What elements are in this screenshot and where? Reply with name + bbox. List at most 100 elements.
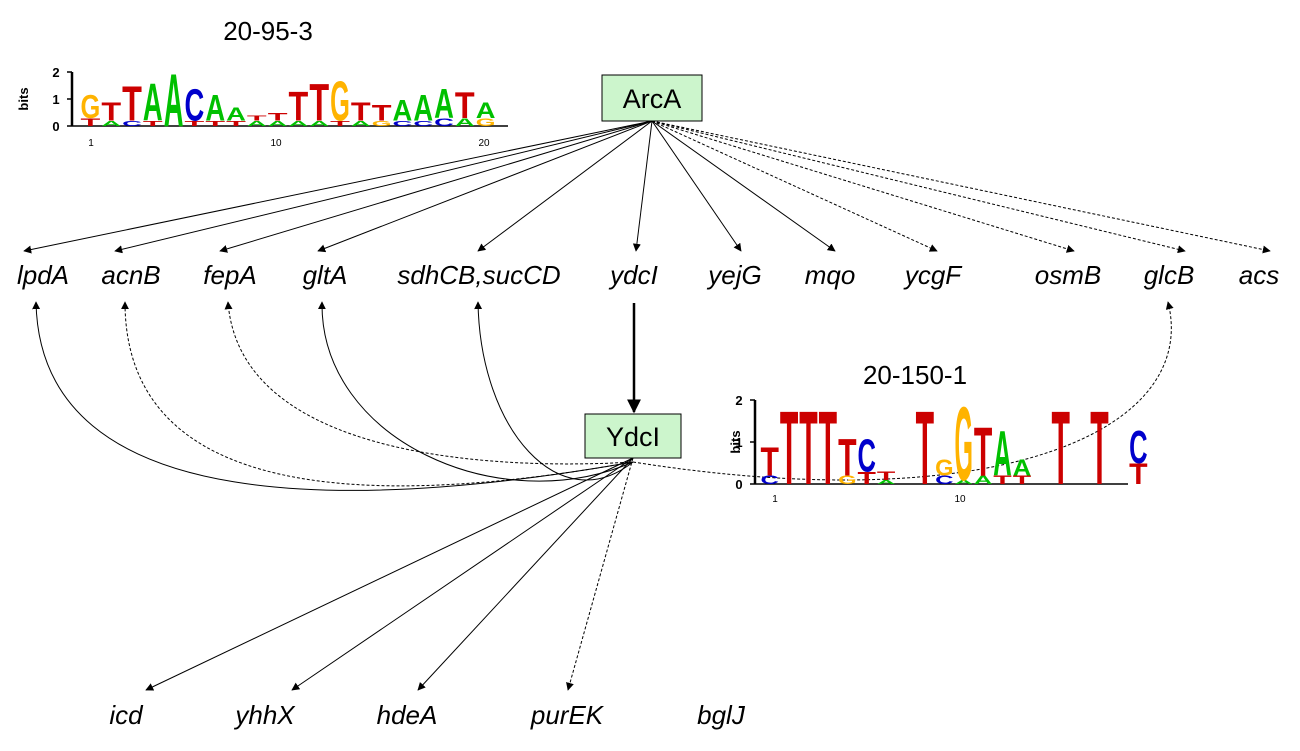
motif-title: 20-95-3 bbox=[223, 16, 313, 46]
svg-text:G: G bbox=[935, 455, 953, 481]
logo-letter-T: T bbox=[819, 390, 837, 507]
logo-letter-T: T bbox=[81, 116, 101, 128]
ydci-node-box bbox=[584, 413, 682, 459]
logo-letter-A: A bbox=[476, 97, 496, 122]
logo-letter-A: A bbox=[1013, 455, 1031, 481]
logo-letter-T: T bbox=[857, 468, 876, 488]
edge-arca-acs bbox=[651, 120, 1271, 254]
gene-label-purEK: purEK bbox=[530, 700, 605, 730]
logo-y-tick-label: 1 bbox=[52, 92, 59, 107]
svg-text:G: G bbox=[372, 119, 392, 127]
gene-label-glcB: glcB bbox=[1144, 260, 1195, 290]
logo-y-tick-label: 0 bbox=[52, 119, 59, 134]
svg-text:T: T bbox=[974, 413, 992, 491]
svg-text:A: A bbox=[351, 119, 371, 127]
svg-text:C: C bbox=[760, 474, 778, 487]
edge-arca-acnb bbox=[114, 120, 653, 254]
motif-title: 20-150-1 bbox=[863, 360, 967, 390]
logo-letter-T: T bbox=[1013, 474, 1031, 487]
svg-text:A: A bbox=[164, 60, 184, 143]
svg-text:T: T bbox=[877, 470, 895, 483]
arca-node[interactable]: ArcA bbox=[601, 74, 703, 122]
svg-text:T: T bbox=[780, 390, 798, 507]
svg-text:A: A bbox=[393, 94, 413, 127]
svg-text:T: T bbox=[819, 390, 837, 507]
logo-letter-C: C bbox=[857, 429, 875, 482]
svg-text:A: A bbox=[974, 474, 992, 487]
svg-text:T: T bbox=[1090, 390, 1108, 507]
svg-text:A: A bbox=[309, 119, 329, 127]
logo-letter-A: A bbox=[413, 87, 433, 129]
gene-label-icd: icd bbox=[109, 700, 144, 730]
svg-text:A: A bbox=[434, 81, 454, 127]
logo-letter-A: A bbox=[434, 81, 454, 127]
gene-row-1: lpdA acnB fepA gltA sdhCB,sucCD ydcI yej… bbox=[17, 260, 1279, 290]
edge-arca-glcb bbox=[651, 120, 1186, 254]
svg-text:G: G bbox=[838, 474, 856, 487]
logo-letter-T: T bbox=[780, 390, 798, 507]
ydci-node[interactable]: YdcI bbox=[584, 413, 682, 459]
svg-text:C: C bbox=[935, 474, 953, 487]
svg-text:A: A bbox=[101, 119, 121, 127]
svg-text:A: A bbox=[143, 74, 163, 133]
svg-text:T: T bbox=[247, 114, 267, 122]
gene-label-yejG: yejG bbox=[706, 260, 761, 290]
svg-text:A: A bbox=[205, 87, 225, 129]
svg-text:G: G bbox=[476, 116, 496, 128]
edge-ydci-hdea bbox=[417, 457, 634, 691]
svg-text:A: A bbox=[268, 119, 288, 127]
logo-letter-T: T bbox=[1051, 390, 1069, 507]
svg-text:A: A bbox=[877, 479, 895, 485]
logo-letter-T: T bbox=[122, 77, 142, 132]
svg-text:T: T bbox=[205, 119, 225, 127]
svg-text:A: A bbox=[247, 119, 267, 127]
svg-text:T: T bbox=[760, 439, 778, 485]
edge-ydci-purek bbox=[566, 457, 634, 691]
svg-text:C: C bbox=[393, 119, 413, 127]
logo-x-tick-label: 10 bbox=[954, 494, 966, 505]
logo-letter-G: G bbox=[476, 116, 496, 128]
svg-text:T: T bbox=[455, 84, 475, 126]
logo-y-tick-label: 2 bbox=[52, 65, 59, 80]
svg-text:T: T bbox=[351, 97, 371, 126]
gene-label-fepA: fepA bbox=[203, 260, 257, 290]
arca-node-label: ArcA bbox=[623, 84, 682, 114]
logo-letter-T: T bbox=[289, 84, 309, 130]
logo-letter-C: C bbox=[1129, 420, 1147, 473]
edge-arca-osmb bbox=[651, 120, 1075, 253]
logo-x-tick-label: 1 bbox=[88, 138, 94, 149]
logo-letter-A: A bbox=[164, 60, 184, 143]
logo-letter-G: G bbox=[372, 119, 392, 127]
gene-label-ycgF: ycgF bbox=[903, 260, 963, 290]
svg-text:T: T bbox=[268, 111, 288, 123]
svg-text:T: T bbox=[1051, 390, 1069, 507]
svg-text:C: C bbox=[1129, 420, 1147, 473]
edge-ydci-fepa bbox=[224, 301, 634, 465]
logo-letter-G: G bbox=[838, 474, 856, 487]
logo-y-tick-label: 0 bbox=[735, 477, 742, 492]
edge-arca-ycgf bbox=[651, 120, 938, 252]
svg-text:C: C bbox=[122, 119, 142, 127]
logo-letter-T: T bbox=[877, 470, 895, 483]
svg-text:T: T bbox=[309, 74, 329, 133]
edge-arca-sdhcb bbox=[477, 120, 653, 252]
svg-text:T: T bbox=[289, 84, 309, 130]
logo-letter-A: A bbox=[205, 87, 225, 129]
svg-text:A: A bbox=[226, 104, 246, 125]
logo-letter-T: T bbox=[101, 97, 121, 126]
svg-text:A: A bbox=[413, 87, 433, 129]
svg-text:T: T bbox=[838, 429, 856, 487]
logo-letter-T: T bbox=[205, 119, 225, 127]
svg-text:C: C bbox=[434, 116, 454, 128]
svg-text:T: T bbox=[226, 119, 246, 127]
svg-text:C: C bbox=[857, 429, 875, 482]
svg-text:T: T bbox=[372, 100, 392, 125]
logo-letter-T: T bbox=[226, 119, 246, 127]
logo-letter-A: A bbox=[226, 104, 246, 125]
logo-letter-T: T bbox=[309, 74, 329, 133]
logo-letter-A: A bbox=[974, 474, 992, 487]
logo-letter-A: A bbox=[393, 94, 413, 127]
edge-arca-fepa bbox=[219, 120, 653, 253]
